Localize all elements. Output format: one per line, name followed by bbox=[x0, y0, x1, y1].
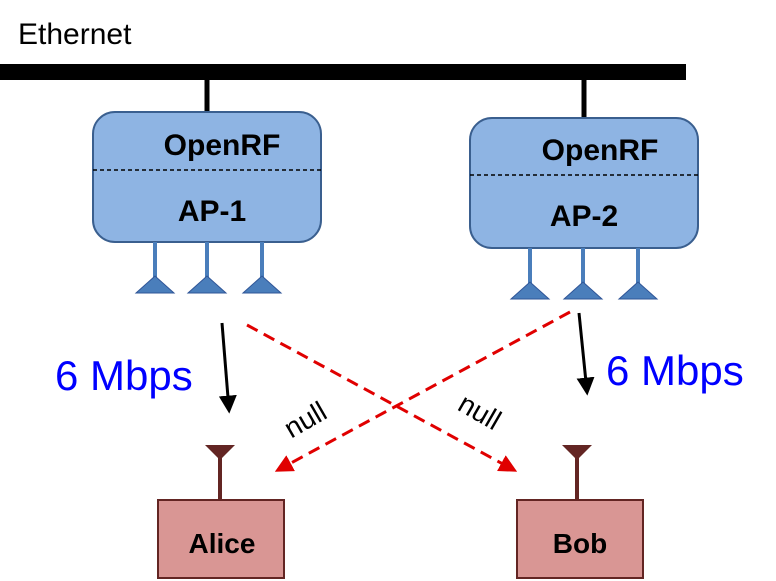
bob-box bbox=[516, 499, 644, 579]
ap2-antenna-2-base bbox=[562, 281, 604, 300]
alice-label: Alice bbox=[189, 528, 256, 559]
ap2-name-label: AP-2 bbox=[550, 200, 618, 233]
bob-antenna-icon bbox=[562, 445, 592, 460]
link-ap1-bob-null-arrow bbox=[246, 323, 518, 472]
rate-label-ap1-alice: 6 Mbps bbox=[55, 352, 193, 399]
ap1-antennas bbox=[134, 242, 283, 294]
access-point-ap2: OpenRF AP-2 bbox=[469, 80, 699, 300]
access-point-ap1: OpenRF AP-1 bbox=[92, 80, 322, 294]
ap1-openrf-label: OpenRF bbox=[164, 129, 281, 162]
ap2-antenna-1-base bbox=[509, 281, 551, 300]
link-ap1-alice-arrow bbox=[218, 322, 237, 414]
ethernet-label: Ethernet bbox=[18, 18, 132, 51]
null-label-ap2-alice: null bbox=[279, 395, 332, 444]
ap1-antenna-3-base bbox=[241, 275, 283, 294]
ap1-name-label: AP-1 bbox=[178, 195, 246, 228]
client-alice: Alice bbox=[157, 445, 285, 579]
link-ap2-alice-null-arrow bbox=[274, 310, 571, 472]
link-ap2-bob-arrow bbox=[576, 312, 595, 396]
bob-label: Bob bbox=[553, 528, 607, 559]
ap1-antenna-2-base bbox=[186, 275, 228, 294]
rate-label-ap2-bob: 6 Mbps bbox=[606, 347, 744, 394]
ap2-openrf-label: OpenRF bbox=[542, 134, 659, 167]
ap2-antennas bbox=[509, 248, 659, 300]
alice-antenna-icon bbox=[205, 445, 235, 460]
null-label-ap1-bob: null bbox=[453, 387, 506, 436]
alice-box bbox=[157, 499, 285, 579]
client-bob: Bob bbox=[516, 445, 644, 579]
ap2-antenna-3-base bbox=[617, 281, 659, 300]
ap1-antenna-1-base bbox=[134, 275, 176, 294]
ethernet-bus bbox=[0, 64, 686, 80]
